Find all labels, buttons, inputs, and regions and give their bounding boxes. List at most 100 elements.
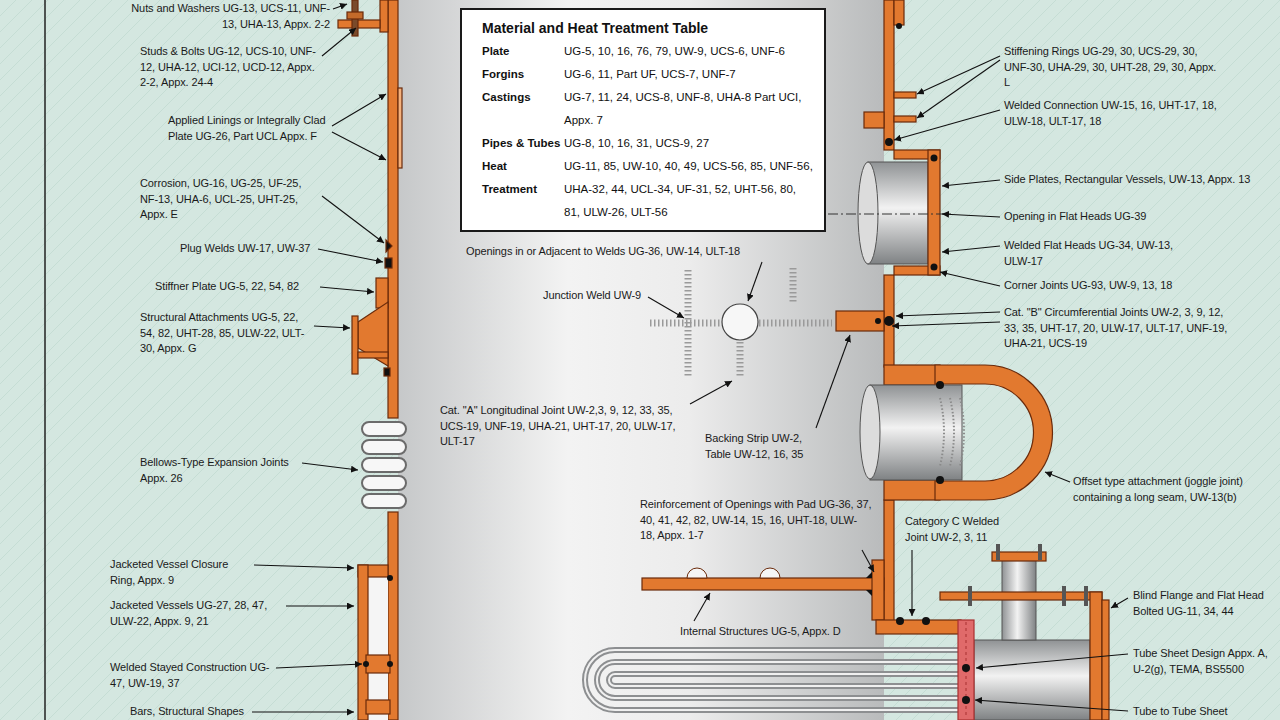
table-row-label: Forgins xyxy=(482,63,564,86)
callout-label: Opening in Flat Heads UG-39 xyxy=(1004,209,1272,225)
callout-label: Cat. "A" Longitudinal Joint UW-2,3, 9, 1… xyxy=(440,403,685,450)
bellows-joint xyxy=(362,422,406,436)
channel-head xyxy=(940,544,1109,720)
rectangular-nozzle xyxy=(858,162,878,264)
left-shell xyxy=(388,0,398,418)
callout-label: Bellows-Type Expansion Joints Appx. 26 xyxy=(140,455,300,486)
leader-line xyxy=(690,381,732,404)
internal-structure xyxy=(866,572,872,578)
callout-label: Stiffening Rings UG-29, 30, UCS-29, 30, … xyxy=(1004,44,1219,91)
circumferential-joint xyxy=(836,311,884,331)
leader-line xyxy=(320,287,374,292)
callout-label: Structural Attachments UG-5, 22, 54, 82,… xyxy=(140,310,310,357)
joggle-nozzle xyxy=(935,365,1053,500)
channel-head xyxy=(996,544,1000,560)
left-shell xyxy=(385,258,392,268)
left-shell xyxy=(338,20,380,28)
callout-label: Category C Welded Joint UW-2, 3, 11 xyxy=(905,514,1017,545)
rectangular-nozzle xyxy=(931,155,938,162)
leader-line xyxy=(1111,598,1128,608)
left-shell xyxy=(347,12,363,19)
weld-symbols xyxy=(790,268,797,304)
left-shell xyxy=(388,512,398,720)
leader-line xyxy=(302,463,358,470)
rectangular-nozzle xyxy=(928,150,940,275)
channel-head xyxy=(1084,586,1088,606)
callout-label: Corrosion, UG-16, UG-25, UF-25, NF-13, U… xyxy=(140,176,318,223)
weld-symbols xyxy=(722,304,758,340)
left-shell xyxy=(338,0,402,720)
joggle-nozzle xyxy=(884,365,940,385)
callout-label: Backing Strip UW-2, Table UW-12, 16, 35 xyxy=(705,431,830,462)
jacket xyxy=(387,575,393,581)
leader-line xyxy=(940,272,1000,286)
leader-line xyxy=(648,297,684,318)
leader-line xyxy=(254,565,354,568)
left-shell xyxy=(358,352,388,358)
joggle-nozzle xyxy=(870,385,962,480)
left-shell xyxy=(358,302,388,366)
callout-label: Cat. "B" Circumferential Joints UW-2, 3,… xyxy=(1004,305,1240,352)
leader-line xyxy=(942,180,1000,186)
background xyxy=(44,0,46,720)
right-shell xyxy=(864,112,884,128)
leader-line xyxy=(252,4,1128,712)
tube-bundle xyxy=(922,617,930,625)
leader-line xyxy=(252,711,354,712)
table-row-label: Pipes & Tubes xyxy=(482,132,564,155)
callout-label: Corner Joints UG-93, UW-9, 13, 18 xyxy=(1004,278,1272,294)
tube-bundle xyxy=(896,617,904,625)
joggle-nozzle xyxy=(860,385,880,479)
rectangular-nozzle xyxy=(828,150,952,275)
callout-label: Plug Welds UW-17, UW-37 xyxy=(180,241,315,257)
leader-line xyxy=(942,214,1000,217)
right-shell xyxy=(885,138,893,146)
leader-line xyxy=(748,262,762,301)
channel-head xyxy=(1090,592,1102,720)
tube-bundle xyxy=(876,620,961,634)
channel-head xyxy=(962,696,970,704)
leader-line xyxy=(332,94,386,126)
circumferential-joint xyxy=(875,318,881,324)
left-shell xyxy=(384,368,390,376)
leader-line xyxy=(892,322,1000,326)
left-shell xyxy=(380,0,388,32)
bellows-joint xyxy=(362,476,406,490)
tube-bundle xyxy=(585,617,961,710)
left-shell xyxy=(352,316,358,374)
weld-symbols xyxy=(650,268,832,378)
background xyxy=(398,0,884,720)
channel-head xyxy=(1102,600,1109,720)
leader-line xyxy=(911,550,912,616)
jacket xyxy=(387,661,393,667)
internal-structure xyxy=(760,568,780,578)
callout-label: Tube to Tube Sheet xyxy=(1133,704,1273,720)
callout-label: Studs & Bolts UG-12, UCS-10, UNF-12, UHA… xyxy=(140,44,320,91)
joggle-nozzle xyxy=(936,476,944,484)
table-grid: Material and Heat Treatment TablePlateUG… xyxy=(482,16,814,224)
callout-label: Nuts and Washers UG-13, UCS-11, UNF-13, … xyxy=(120,1,330,32)
callout-label: Openings in or Adjacent to Welds UG-36, … xyxy=(466,244,796,260)
bellows-joint xyxy=(362,458,406,472)
callout-label: Jacketed Vessels UG-27, 28, 47, ULW-22, … xyxy=(110,598,282,629)
joggle-nozzle xyxy=(860,365,1053,500)
callout-label: Bars, Structural Shapes xyxy=(130,704,250,720)
right-shell xyxy=(896,23,902,29)
leader-line xyxy=(894,110,1000,140)
leader-line xyxy=(862,550,874,572)
leader-line xyxy=(333,4,347,9)
callout-label: Blind Flange and Flat Head Bolted UG-11,… xyxy=(1133,588,1273,619)
leader-line xyxy=(276,664,362,668)
jacket xyxy=(366,655,390,673)
right-shell xyxy=(894,0,904,25)
callout-label: Welded Stayed Construction UG-47, UW-19,… xyxy=(110,660,272,691)
table-cell: UG-8, 10, 16, 31, UCS-9, 27 xyxy=(564,132,814,155)
leader-line xyxy=(694,593,710,621)
callout-label: Offset type attachment (joggle joint) co… xyxy=(1073,474,1273,505)
callout-label: Tube Sheet Design Appx. A, U-2(g), TEMA,… xyxy=(1133,646,1273,677)
bellows-joint xyxy=(362,422,406,508)
callout-label: Reinforcement of Openings with Pad UG-36… xyxy=(640,497,872,544)
